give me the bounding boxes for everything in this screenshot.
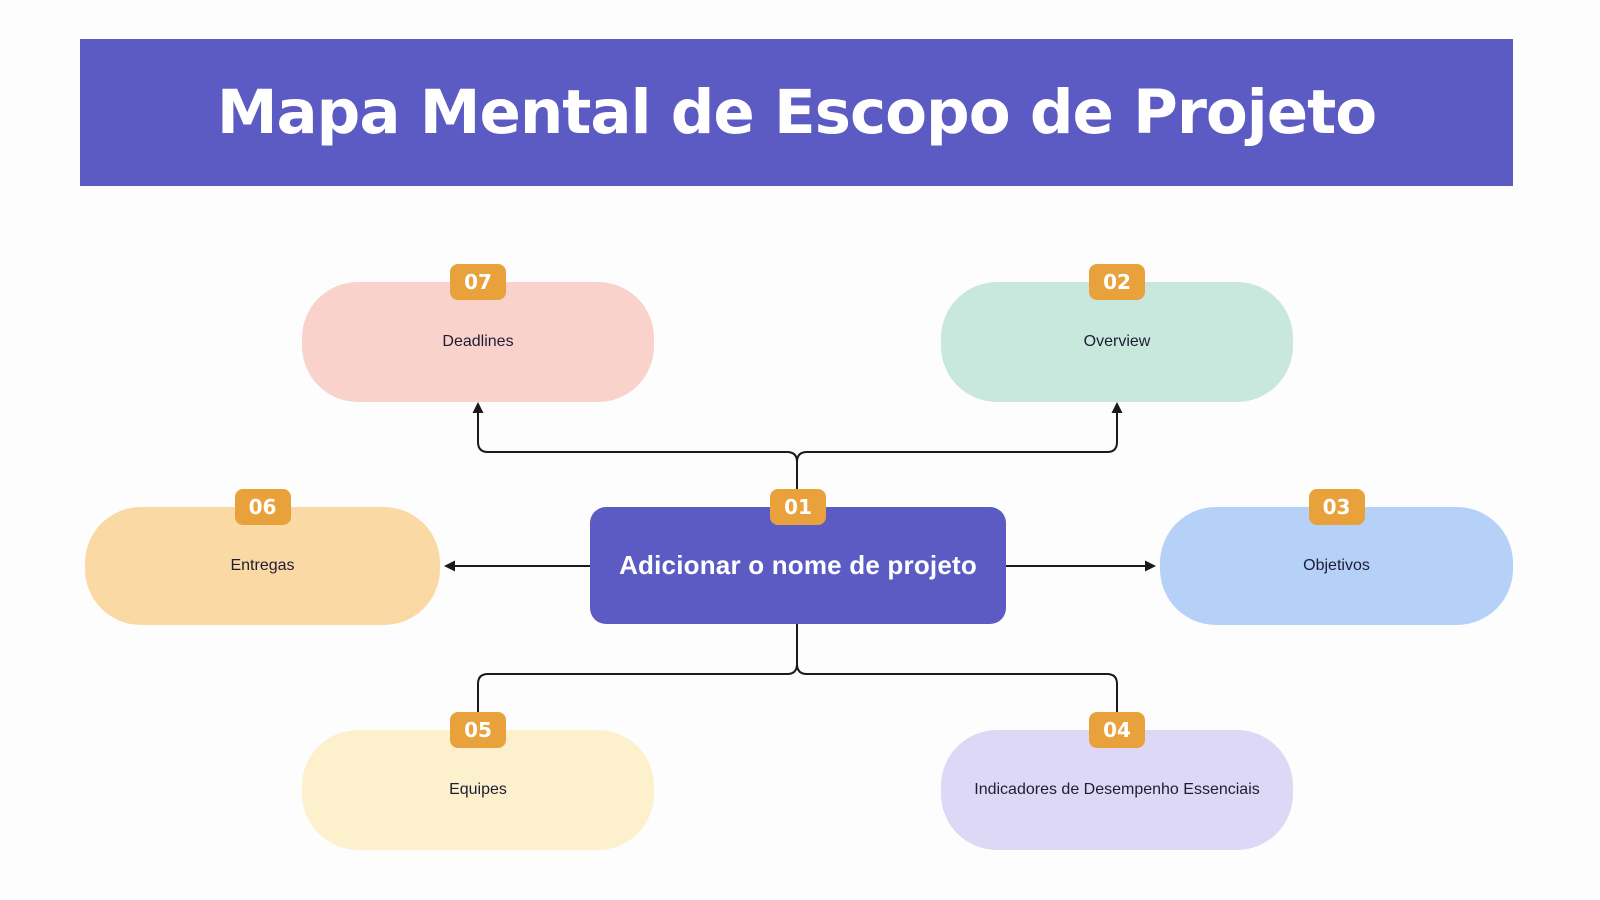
arrowhead-up-left — [472, 402, 484, 413]
node-indicadores[interactable]: 04 Indicadores de Desempenho Essenciais — [941, 712, 1293, 850]
node-entregas[interactable]: 06 Entregas — [85, 489, 440, 625]
connector-bottom-left — [477, 623, 798, 713]
node-overview[interactable]: 02 Overview — [941, 264, 1293, 402]
node-equipes[interactable]: 05 Equipes — [302, 712, 654, 850]
central-node-project-name[interactable]: 01 Adicionar o nome de projeto — [590, 489, 1006, 624]
node-equipes-badge: 05 — [450, 712, 506, 748]
node-indicadores-label: Indicadores de Desempenho Essenciais — [974, 781, 1260, 799]
node-overview-label: Overview — [1083, 333, 1151, 351]
connector-top-right — [796, 411, 1118, 490]
node-deadlines-label: Deadlines — [442, 333, 514, 351]
arrowhead-up-right — [1111, 402, 1123, 413]
node-deadlines-badge: 07 — [450, 264, 506, 300]
connector-top-left — [477, 411, 798, 490]
node-objetivos-badge: 03 — [1308, 489, 1365, 525]
node-overview-badge: 02 — [1089, 264, 1145, 300]
arrowhead-right — [1145, 560, 1156, 572]
connector-bottom-right — [796, 623, 1118, 713]
central-node-label: Adicionar o nome de projeto — [619, 549, 977, 580]
title-banner: Mapa Mental de Escopo de Projeto — [80, 39, 1513, 186]
arrowhead-left — [444, 560, 455, 572]
node-indicadores-badge: 04 — [1089, 712, 1145, 748]
node-objetivos[interactable]: 03 Objetivos — [1160, 489, 1513, 625]
node-objetivos-label: Objetivos — [1303, 557, 1370, 575]
node-deadlines[interactable]: 07 Deadlines — [302, 264, 654, 402]
node-entregas-badge: 06 — [234, 489, 291, 525]
page-title: Mapa Mental de Escopo de Projeto — [216, 77, 1377, 148]
node-entregas-label: Entregas — [230, 557, 295, 575]
node-equipes-label: Equipes — [449, 781, 507, 799]
central-node-badge: 01 — [770, 489, 826, 525]
